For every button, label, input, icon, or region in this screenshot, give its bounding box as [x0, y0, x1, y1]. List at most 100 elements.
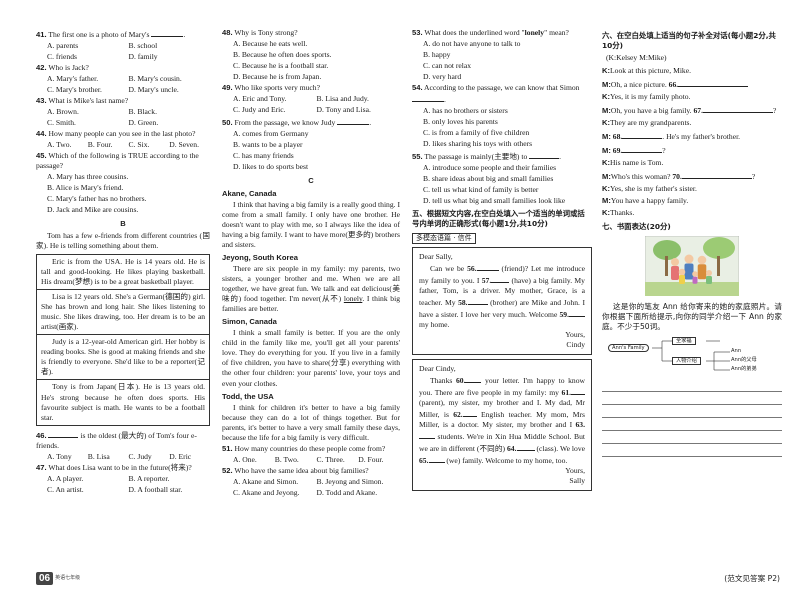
blank-57[interactable] — [491, 274, 510, 284]
answer-blank[interactable] — [529, 150, 560, 160]
option[interactable]: B. happy — [423, 50, 451, 60]
dialogue-blank[interactable] — [681, 170, 752, 179]
option[interactable]: D. family — [128, 52, 158, 62]
option[interactable]: C. Because he is a football star. — [233, 61, 329, 71]
option[interactable]: A. parents — [47, 41, 79, 51]
option[interactable]: B. Lisa and Judy. — [316, 94, 369, 104]
option[interactable]: D. Because he is from Japan. — [233, 72, 322, 82]
question-number: 51. — [222, 443, 233, 453]
text: There are six people in my family: my pa… — [222, 264, 400, 304]
option[interactable]: D. likes to do sports best — [233, 162, 309, 172]
blank-65[interactable] — [428, 454, 445, 464]
option[interactable]: C. Mary's father has no brothers. — [47, 194, 147, 204]
blank-62[interactable] — [462, 408, 477, 418]
option[interactable]: A. Because he eats well. — [233, 39, 308, 49]
option[interactable]: D. Green. — [128, 118, 159, 128]
option[interactable]: A. Brown. — [47, 107, 79, 117]
option[interactable]: A. do not have anyone to talk to — [423, 39, 521, 49]
option[interactable]: D. Four. — [358, 454, 384, 464]
answer-blank[interactable] — [412, 93, 444, 103]
answer-blank[interactable] — [48, 429, 79, 438]
option[interactable]: A. Mary's father. — [47, 74, 99, 84]
option[interactable]: C. friends — [47, 52, 77, 62]
options-41: A. parents B. school C. friends D. famil… — [47, 41, 210, 62]
option[interactable]: B. share ideas about big and small famil… — [423, 174, 554, 184]
blank-60[interactable] — [465, 374, 482, 384]
option[interactable]: C. Three. — [316, 454, 345, 464]
text: (class). We love — [536, 444, 585, 454]
question-number: 52. — [222, 465, 233, 475]
option[interactable]: C. Judy and Eric. — [233, 105, 286, 115]
writing-area[interactable] — [602, 380, 782, 457]
dialogue-blank[interactable] — [622, 130, 663, 139]
option[interactable]: D. Seven. — [169, 140, 199, 150]
option[interactable]: D. A football star. — [128, 484, 183, 494]
option[interactable]: B. Alice is Mary's friend. — [47, 183, 124, 193]
blank-59[interactable] — [569, 308, 585, 318]
option[interactable]: A. Two. — [47, 140, 72, 150]
option[interactable]: A. has no brothers or sisters — [423, 106, 508, 116]
blank-58[interactable] — [467, 296, 488, 306]
option[interactable]: C. has many friends — [233, 151, 294, 161]
blank-number: 70. — [672, 171, 682, 181]
option[interactable]: A. Mary has three cousins. — [47, 172, 129, 182]
option[interactable]: D. very hard — [423, 72, 462, 82]
option[interactable]: D. Eric — [169, 451, 192, 461]
blank-64[interactable] — [516, 442, 535, 452]
option[interactable]: B. Lisa — [87, 451, 110, 461]
option[interactable]: B. Four. — [87, 140, 113, 150]
blank-56[interactable] — [476, 262, 499, 272]
option[interactable]: B. only loves his parents — [423, 117, 498, 127]
writing-line[interactable] — [602, 406, 782, 418]
option[interactable]: A. A player. — [47, 473, 84, 483]
mind-map-root: Ann's Family — [608, 343, 649, 353]
option[interactable]: A. comes from Germany — [233, 129, 309, 139]
option[interactable]: A. Tony — [47, 451, 72, 461]
dialogue-blank[interactable] — [702, 104, 773, 113]
speaker-label: K: — [602, 117, 611, 127]
dialogue-blank[interactable] — [622, 144, 663, 153]
option[interactable]: D. tell us what big and small families l… — [423, 196, 566, 206]
option[interactable]: C. Akane and Jeyong. — [233, 487, 300, 497]
writing-line[interactable] — [602, 393, 782, 405]
writing-prompt: 这是你的笔友 Ann 给你寄来的她的家庭照片。请你根据下面所给提示,向你的同学介… — [602, 301, 782, 331]
option[interactable]: D. Todd and Akane. — [316, 487, 378, 497]
option[interactable]: A. Eric and Tony. — [233, 94, 287, 104]
option[interactable]: D. Tony and Lisa. — [316, 105, 371, 115]
option[interactable]: A. Akane and Simon. — [233, 476, 299, 486]
blank-61[interactable] — [571, 386, 586, 396]
option[interactable]: C. tell us what kind of family is better — [423, 185, 539, 195]
option[interactable]: B. Mary's cousin. — [128, 74, 182, 84]
writing-line[interactable] — [602, 380, 782, 392]
blank-63[interactable] — [419, 430, 435, 440]
option[interactable]: D. Jack and Mike are cousins. — [47, 205, 139, 215]
writing-line[interactable] — [602, 432, 782, 444]
answer-blank[interactable] — [151, 28, 184, 37]
option[interactable]: B. Two. — [274, 454, 299, 464]
option[interactable]: B. Jeyong and Simon. — [316, 476, 384, 486]
option[interactable]: A. introduce some people and their famil… — [423, 163, 557, 173]
option[interactable]: C. Smith. — [47, 118, 76, 128]
answer-blank[interactable] — [337, 116, 370, 126]
option[interactable]: B. school — [128, 41, 158, 51]
option[interactable]: B. wants to be a player — [233, 140, 303, 150]
option[interactable]: A. One. — [233, 454, 257, 464]
option[interactable]: B. Because he often does sports. — [233, 50, 332, 60]
option[interactable]: C. Six. — [128, 140, 150, 150]
writing-line[interactable] — [602, 419, 782, 431]
option[interactable]: B. A reporter. — [128, 473, 170, 483]
option[interactable]: D. likes sharing his toys with others — [423, 139, 533, 149]
footer-page-marker: 06 英语七年级 — [36, 572, 80, 586]
option[interactable]: B. Black. — [128, 107, 157, 117]
blank-number: 59. — [559, 310, 570, 320]
option[interactable]: C. is from a family of five children — [423, 128, 530, 138]
option[interactable]: C. Judy — [128, 451, 152, 461]
option[interactable]: D. Mary's uncle. — [128, 85, 179, 95]
blank-number: 64. — [507, 444, 517, 454]
option[interactable]: C. can not relax — [423, 61, 472, 71]
option[interactable]: C. Mary's brother. — [47, 85, 102, 95]
dialogue-blank[interactable] — [678, 78, 749, 87]
writing-line[interactable] — [602, 445, 782, 457]
option[interactable]: C. An artist. — [47, 484, 84, 494]
question-43: 43. What is Mike's last name? — [36, 96, 210, 106]
